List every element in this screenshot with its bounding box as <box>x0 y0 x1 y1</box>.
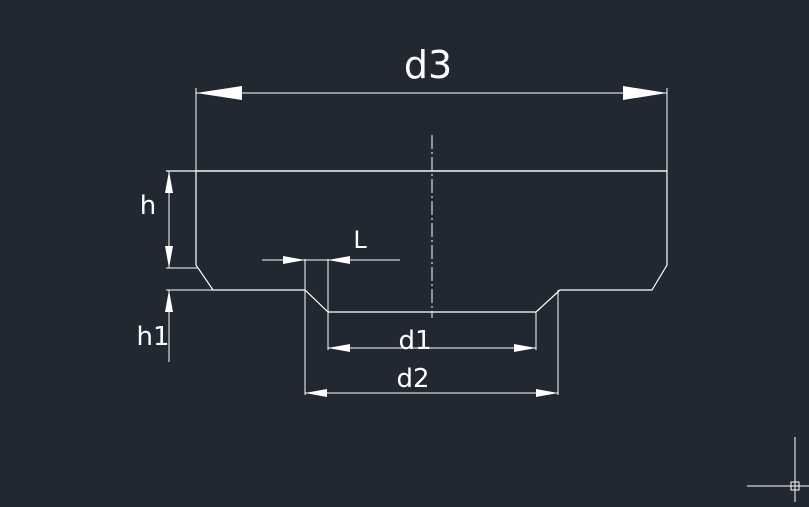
h-arrow-top <box>165 171 173 193</box>
dimension-d3[interactable]: d3 <box>195 43 668 171</box>
dimension-L[interactable]: L <box>262 226 400 395</box>
h1-label: h1 <box>136 322 169 352</box>
h1-arrow-top <box>165 290 173 312</box>
L-arrow-right <box>328 256 350 264</box>
d2-label: d2 <box>396 364 429 394</box>
crosshair-cursor-icon <box>747 437 809 502</box>
d2-arrow-right <box>536 389 558 397</box>
d1-label: d1 <box>398 326 431 356</box>
part-outline <box>166 170 668 350</box>
dimension-d1[interactable]: d1 <box>328 326 536 356</box>
L-arrow-left <box>283 256 305 264</box>
d3-arrow-right <box>623 86 667 100</box>
d1-arrow-left <box>328 344 350 352</box>
h-arrow-bottom <box>165 246 173 268</box>
d3-label: d3 <box>404 43 452 87</box>
d1-arrow-right <box>514 344 536 352</box>
dimension-h[interactable]: h <box>140 171 198 269</box>
dimension-d2[interactable]: d2 <box>305 290 559 397</box>
d2-arrow-left <box>305 389 327 397</box>
L-label: L <box>353 226 367 254</box>
h-label: h <box>140 191 156 221</box>
d3-arrow-left <box>196 86 242 100</box>
dimension-h1[interactable]: h1 <box>136 289 213 362</box>
